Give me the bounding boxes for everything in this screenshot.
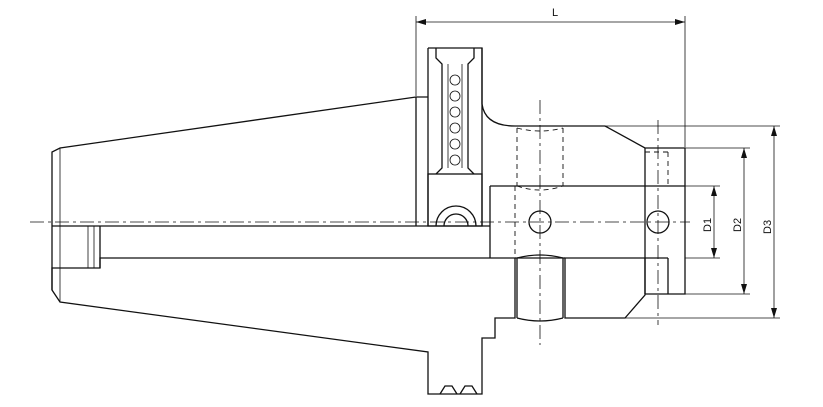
section-body	[51, 257, 516, 395]
dimension-D3-label: D3	[762, 220, 774, 234]
dimension-D1-label: D1	[702, 218, 714, 232]
dimension-L: L	[415, 7, 686, 147]
dimension-L-label: L	[552, 7, 558, 19]
centerlines	[30, 100, 690, 345]
flange-outline	[415, 47, 516, 227]
section-flange	[564, 257, 646, 319]
dimension-D3: D3	[605, 125, 780, 319]
head-upper-outline	[489, 125, 686, 322]
dimension-D1: D1	[685, 185, 720, 259]
dimension-D2-label: D2	[732, 218, 744, 232]
taper-shank-outline	[51, 96, 490, 302]
dimension-D2: D2	[685, 147, 750, 295]
section-hatched-half	[51, 257, 646, 395]
